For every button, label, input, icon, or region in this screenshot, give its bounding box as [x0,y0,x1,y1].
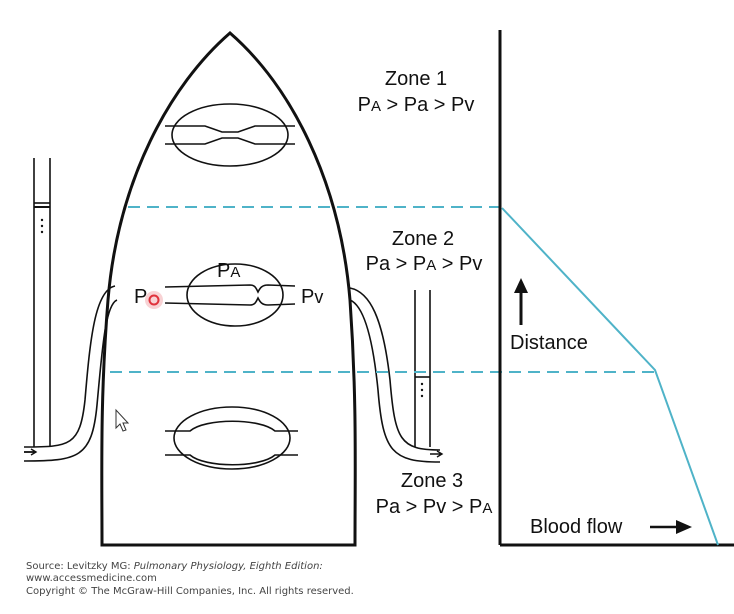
alveolar-pressure-label: PA [217,260,241,282]
zone2-alveolus [164,263,296,327]
zone2-equation: Pa > PA > Pv [365,253,483,275]
mouse-cursor-icon [115,408,130,432]
blood-flow-curve [501,207,719,546]
arterial-manometer-dots [40,218,44,234]
arterial-pressure-label: Pa [134,286,148,308]
highlight-marker [145,291,163,309]
zone3-equation: Pa > Pv > PA [375,496,493,518]
copyright-notice: Copyright © The McGraw-Hill Companies, I… [26,586,354,597]
source-citation: Source: Levitzky MG: Pulmonary Physiolog… [26,561,323,572]
venous-pressure-label: Pv [301,286,324,308]
outflow-arrow-icon [430,450,444,458]
lung-outline [100,31,357,547]
blood-flow-axis-label: Blood flow [530,516,623,538]
inflow-arrow-icon [24,448,38,456]
zone2-title: Zone 2 [391,228,455,250]
venous-manometer-dots [420,382,424,398]
distance-axis-label: Distance [510,332,588,354]
zone3-alveolus [165,406,298,470]
distance-arrow-icon [514,278,528,325]
zone1-title: Zone 1 [384,68,448,90]
venous-manometer [349,287,441,463]
blood-flow-arrow-icon [650,520,692,534]
zone3-title: Zone 3 [400,470,464,492]
zone1-alveolus [165,103,295,167]
arterial-manometer [23,158,118,462]
zone1-equation: PA > Pa > Pv [357,94,475,116]
source-url: www.accessmedicine.com [26,573,157,584]
